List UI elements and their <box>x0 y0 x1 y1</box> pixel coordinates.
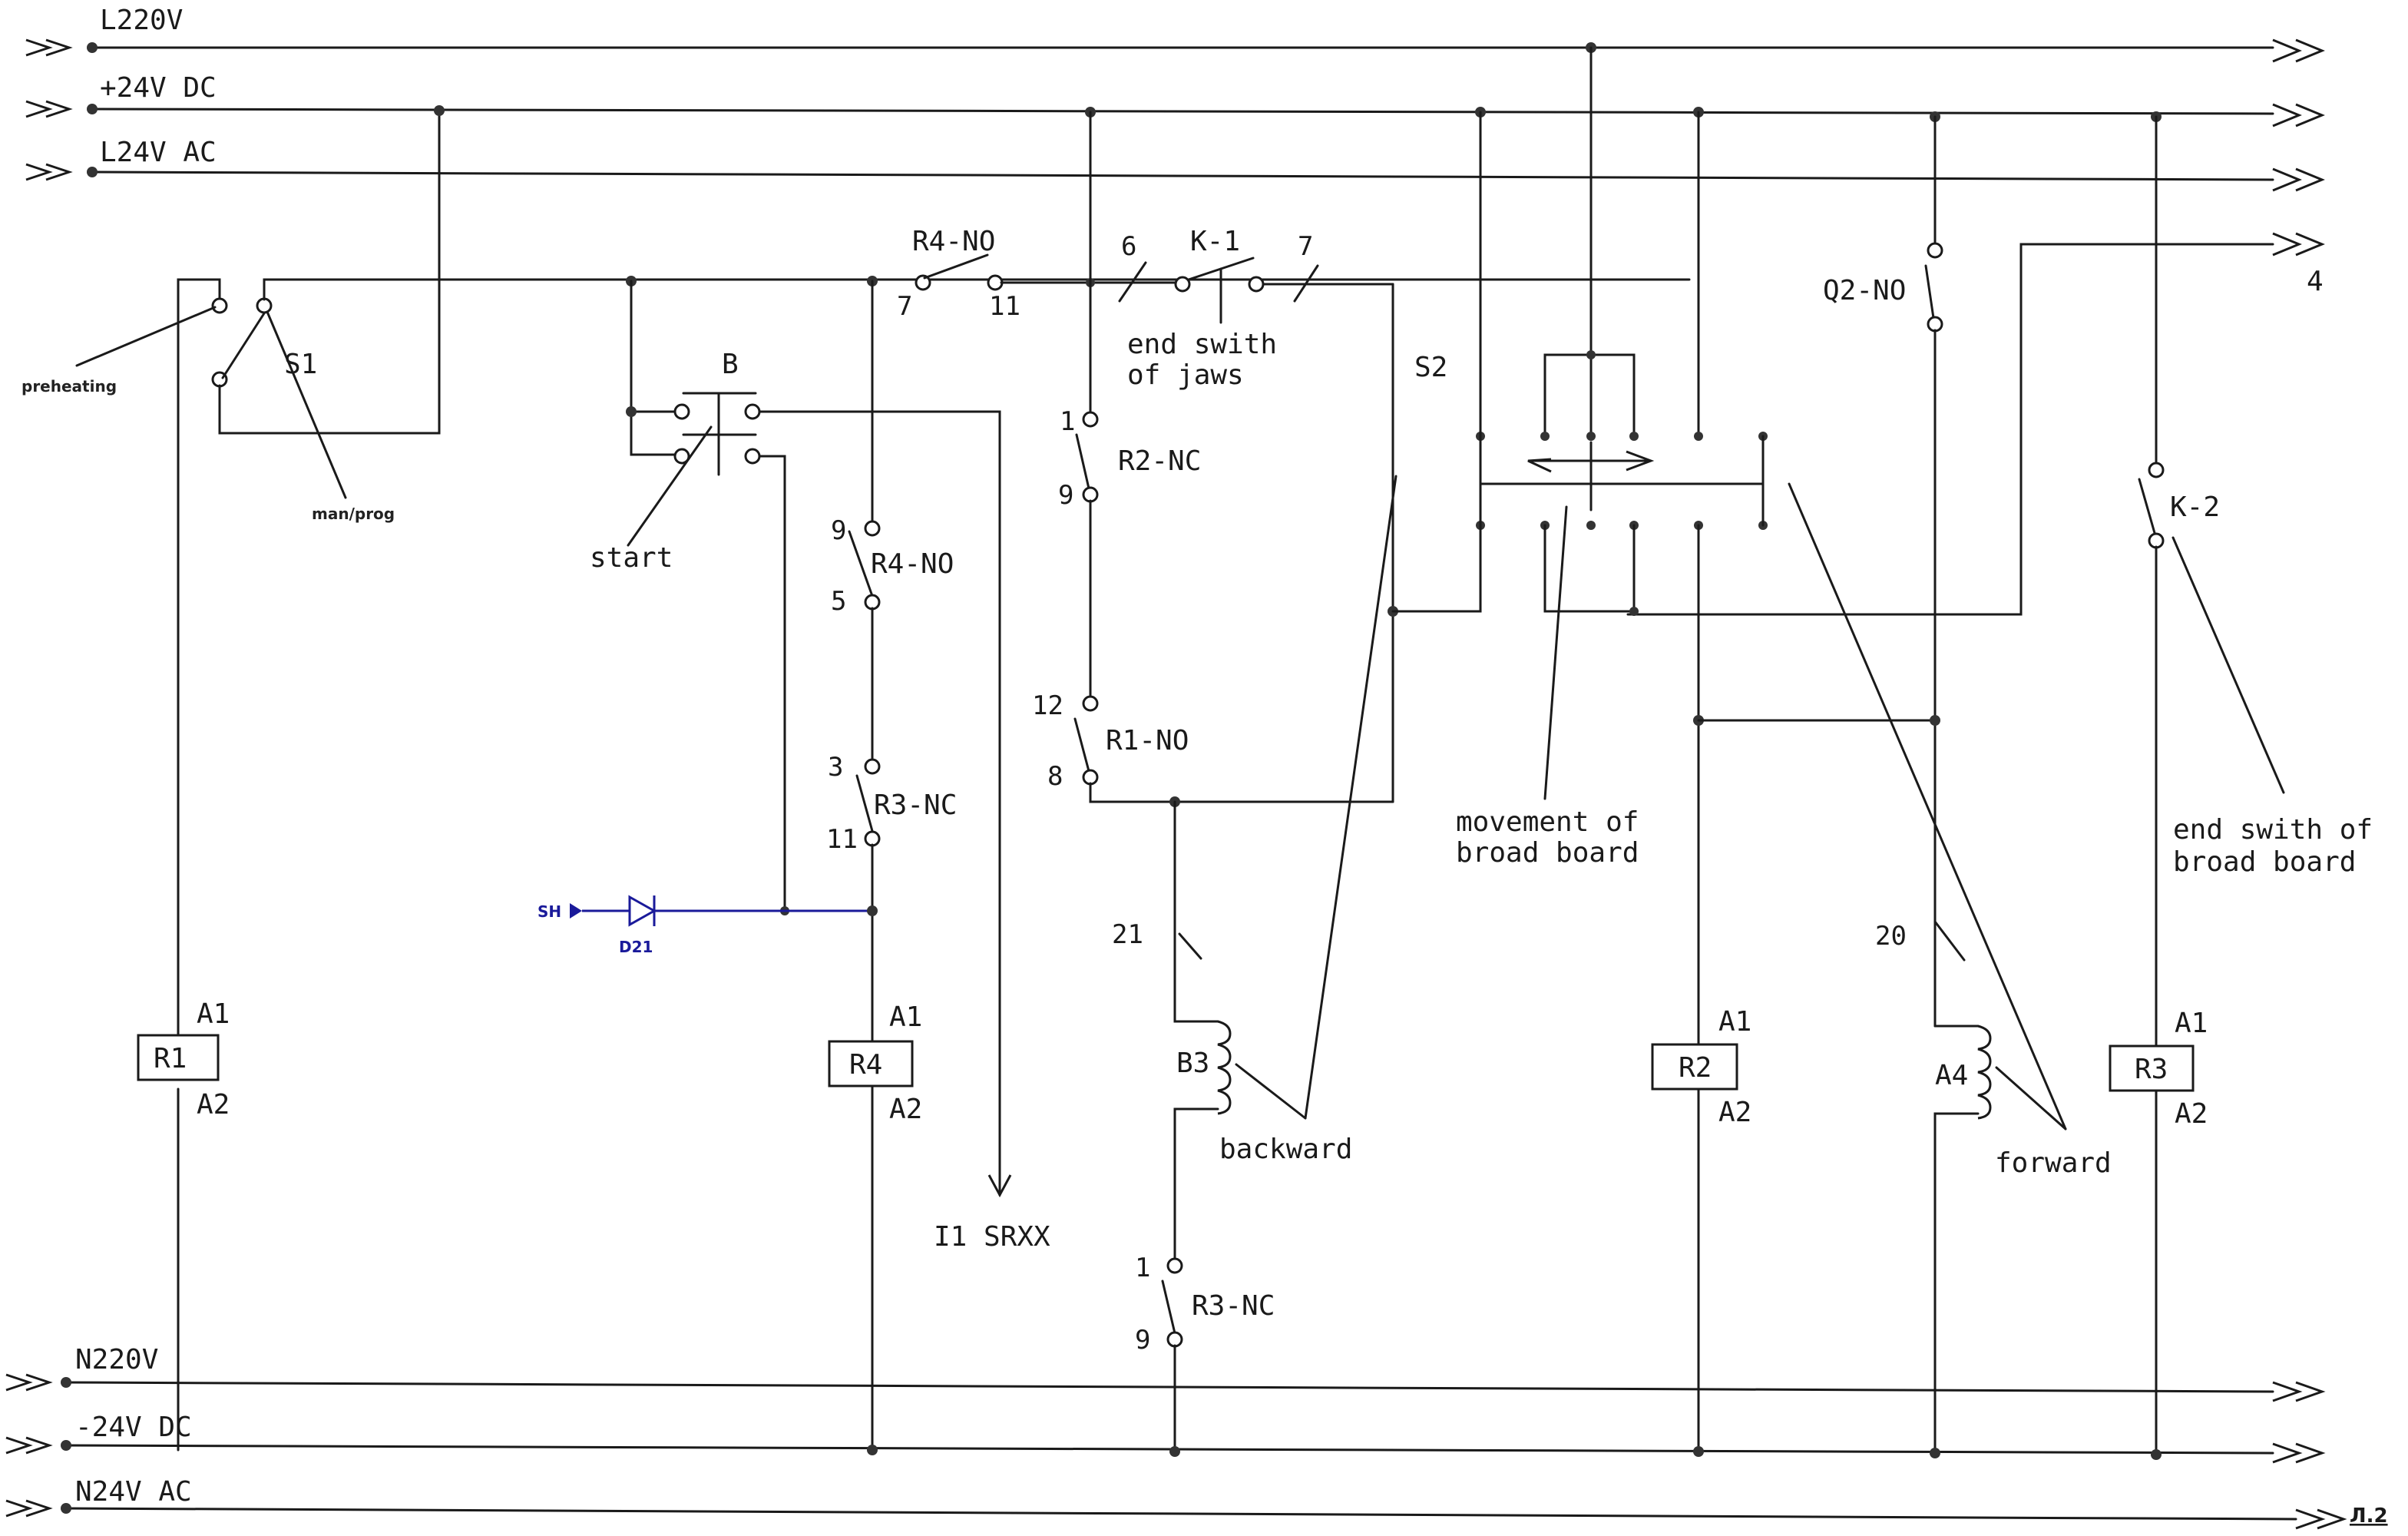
label-start: start <box>590 542 673 574</box>
svg-text:A2: A2 <box>1718 1097 1751 1128</box>
label-s2-desc2: broad board <box>1456 837 1639 869</box>
svg-text:7: 7 <box>897 291 912 322</box>
label-output-4: 4 <box>2307 266 2324 297</box>
diode-d21: SH D21 <box>538 895 872 956</box>
svg-text:A1: A1 <box>1718 1006 1751 1038</box>
svg-text:R1: R1 <box>154 1043 187 1074</box>
label-l220v: L220V <box>100 5 183 36</box>
svg-text:A1: A1 <box>2175 1008 2208 1039</box>
svg-text:9: 9 <box>1135 1325 1150 1356</box>
label-r4no-top: R4-NO <box>912 226 995 257</box>
label-r2nc: R2-NC <box>1118 445 1201 477</box>
label-q2: Q2-NO <box>1823 275 1906 306</box>
label-a4: A4 <box>1935 1060 1968 1091</box>
svg-text:7: 7 <box>1298 231 1313 262</box>
svg-text:8: 8 <box>1047 761 1063 792</box>
svg-text:11: 11 <box>826 824 858 855</box>
branch-r4: R4 A1 A2 9 R4-NO 5 3 R3-NC 11 <box>826 276 957 1455</box>
svg-text:A2: A2 <box>197 1089 230 1121</box>
relay-r4 <box>828 1040 914 1087</box>
sheet-number: Л.2 <box>2350 1505 2388 1528</box>
rail-l220v: L220V <box>25 5 2325 63</box>
label-k2: K-2 <box>2170 492 2220 523</box>
label-forward: forward <box>1995 1147 2112 1179</box>
svg-text:1: 1 <box>1060 406 1075 437</box>
relay-r1 <box>137 1034 220 1081</box>
label-plus24vdc: +24V DC <box>100 72 217 104</box>
label-r1no: R1-NO <box>1106 725 1189 756</box>
svg-text:11: 11 <box>989 291 1020 322</box>
label-k2-desc1: end swith of <box>2173 814 2373 846</box>
rail-minus24vdc: -24V DC <box>5 1412 2326 1464</box>
label-backward: backward <box>1219 1134 1352 1165</box>
relay-r3 <box>2109 1044 2195 1092</box>
label-b: B <box>722 349 739 380</box>
rail-l24vac: L24V AC <box>25 137 2325 192</box>
svg-text:9: 9 <box>1058 480 1073 511</box>
rail-plus24vdc: +24V DC <box>25 72 2325 127</box>
branch-r3: R3 A1 A2 K-2 end swith of broad board <box>2109 111 2373 1460</box>
svg-text:9: 9 <box>831 515 846 546</box>
label-d21: D21 <box>619 938 653 956</box>
svg-text:R4: R4 <box>849 1049 882 1081</box>
svg-text:R2: R2 <box>1679 1052 1712 1084</box>
label-n24vac: N24V AC <box>75 1476 192 1508</box>
switch-s1: S1 preheating man/prog <box>22 105 1691 523</box>
label-s2: S2 <box>1414 352 1447 383</box>
label-r4no-mid: R4-NO <box>871 548 954 580</box>
rail-n24vac: N24V AC <box>5 1476 2347 1530</box>
label-man-prog: man/prog <box>312 505 395 523</box>
label-k1-desc2: of jaws <box>1127 359 1244 391</box>
label-sh: SH <box>538 902 561 921</box>
svg-text:A2: A2 <box>2175 1098 2208 1130</box>
svg-text:20: 20 <box>1875 921 1907 952</box>
label-minus24vdc: -24V DC <box>75 1412 192 1443</box>
svg-text:5: 5 <box>831 586 846 617</box>
label-k1: K-1 <box>1190 226 1240 257</box>
svg-text:1: 1 <box>1135 1253 1150 1283</box>
label-i1-srxx: I1 SRXX <box>934 1221 1050 1253</box>
svg-text:21: 21 <box>1112 919 1143 950</box>
end-switch-k1: K-1 6 7 end swith of jaws <box>1086 226 1394 803</box>
label-r3nc-bot: R3-NC <box>1192 1290 1275 1322</box>
output-line-4: 4 <box>1626 232 2325 616</box>
contact-r4no-top: R4-NO 7 11 <box>897 226 1176 322</box>
relay-r2 <box>1651 1043 1738 1091</box>
svg-text:A1: A1 <box>889 1001 922 1033</box>
svg-text:R3: R3 <box>2135 1054 2168 1085</box>
svg-text:A1: A1 <box>197 998 230 1030</box>
start-button-b: B start <box>590 276 1012 1198</box>
label-l24vac: L24V AC <box>100 137 217 168</box>
label-k2-desc2: broad board <box>2173 846 2356 878</box>
svg-text:3: 3 <box>828 752 843 783</box>
branch-r2-a4: R2 A1 A2 Q2-NO 20 A4 forward <box>1651 111 2112 1458</box>
label-b3: B3 <box>1176 1048 1209 1079</box>
label-k1-desc1: end swith <box>1127 329 1277 360</box>
label-n220v: N220V <box>75 1344 158 1375</box>
svg-text:6: 6 <box>1121 231 1136 262</box>
label-r3nc-mid: R3-NC <box>874 790 957 821</box>
rail-n220v: N220V <box>5 1344 2326 1402</box>
svg-text:12: 12 <box>1032 690 1063 721</box>
svg-text:A2: A2 <box>889 1094 922 1125</box>
label-s2-desc1: movement of <box>1456 806 1639 838</box>
label-s1: S1 <box>284 349 317 380</box>
selector-s2: S2 movement of broad board <box>1388 42 1768 1054</box>
branch-r1: R1 A1 A2 <box>137 278 230 1452</box>
branch-b3: 1 R2-NC 9 12 R1-NO 8 21 B3 1 R3-NC 9 bac… <box>1032 107 1398 1457</box>
label-preheating: preheating <box>22 377 117 396</box>
